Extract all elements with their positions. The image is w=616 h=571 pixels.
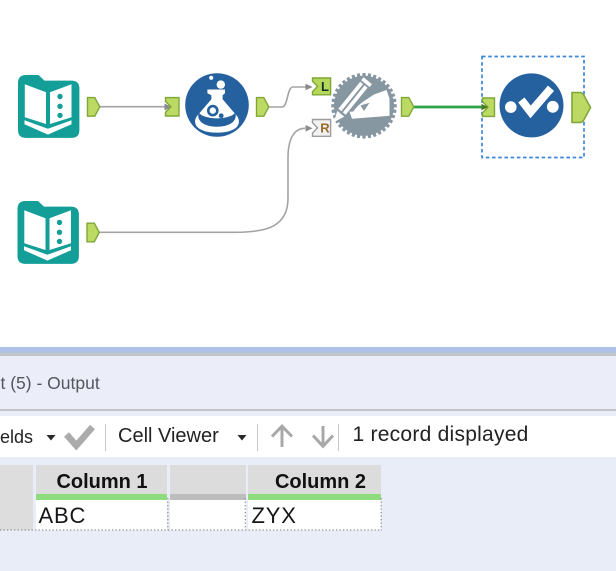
svg-text:R: R — [320, 121, 330, 136]
svg-text:L: L — [321, 79, 329, 94]
